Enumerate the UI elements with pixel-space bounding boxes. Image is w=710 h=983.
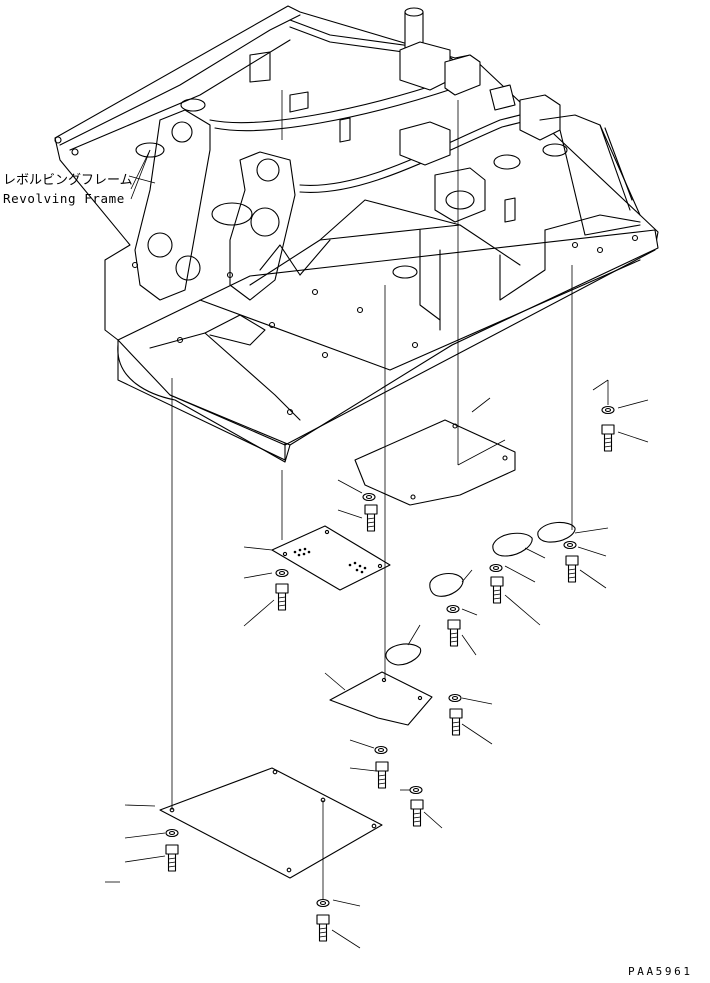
frame-label-english: Revolving Frame xyxy=(3,191,125,206)
revolving-frame xyxy=(54,5,659,463)
callout-leaders xyxy=(105,399,649,949)
oval-covers xyxy=(385,521,609,666)
large-under-cover xyxy=(124,767,383,879)
small-cover-plate xyxy=(324,671,433,726)
frame-label-japanese: レボルビングフレーム xyxy=(3,173,133,188)
perforated-cover-plate xyxy=(243,525,391,591)
rear-cover-plate xyxy=(354,397,516,506)
washers xyxy=(165,405,615,908)
assembly-lines xyxy=(128,90,609,900)
bolts xyxy=(165,424,615,942)
drawing-code: PAA5961 xyxy=(628,965,693,978)
